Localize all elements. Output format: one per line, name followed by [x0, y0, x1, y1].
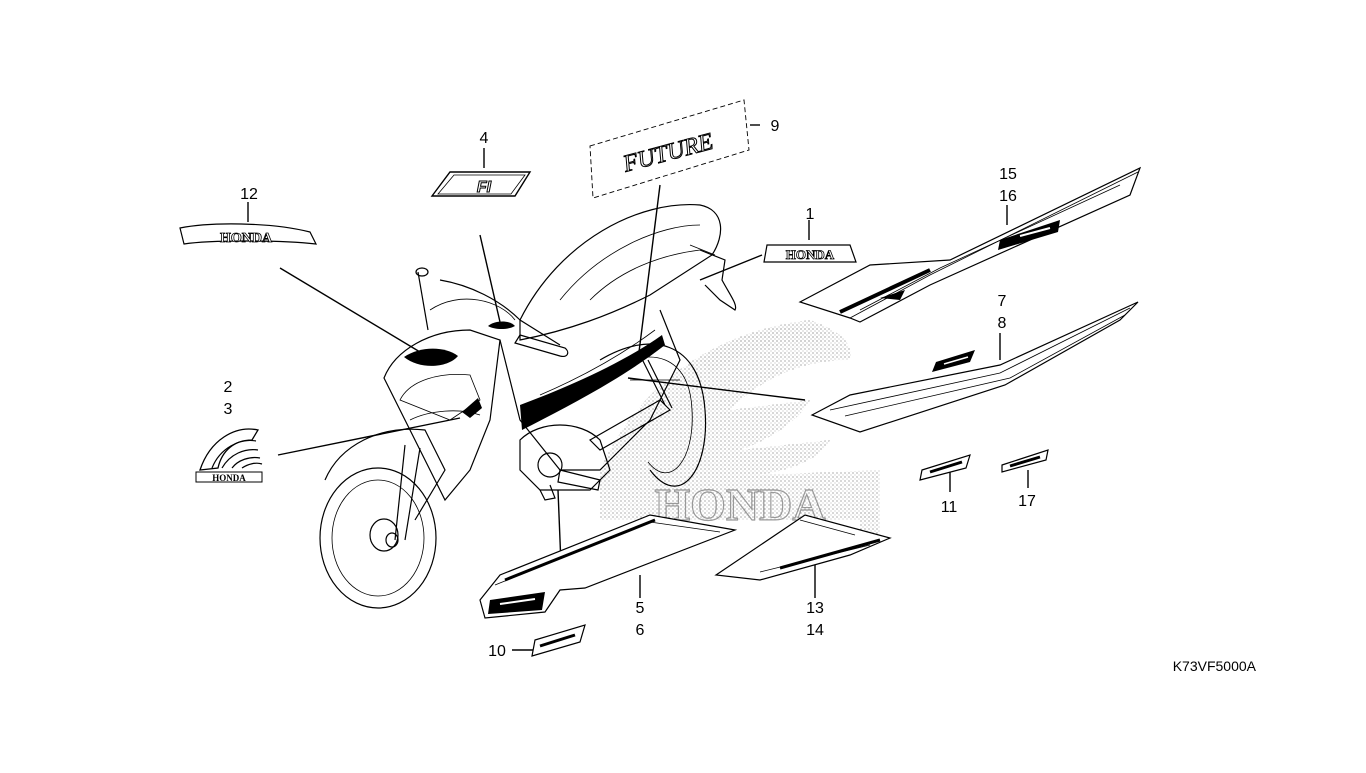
- part-1-honda-flat-emblem: HONDA: [763, 244, 857, 263]
- callout-3: 3: [224, 401, 233, 418]
- callout-labels: 1 2 3 4 5 6 7 8 9 10 11 12 13 14 15 16 1…: [224, 118, 1036, 660]
- part-9-future-emblem: FUTURE: [589, 99, 750, 199]
- callout-6: 6: [636, 622, 645, 639]
- motorcycle-outline: [319, 203, 737, 609]
- front-wheel: [319, 467, 437, 609]
- part-13-14-rear-stripe: [714, 514, 892, 581]
- body-side-panel: [499, 309, 681, 471]
- callout-14: 14: [806, 622, 824, 639]
- diagram-reference-code: K73VF5000A: [1172, 658, 1256, 674]
- part-4-fi-badge: FI: [430, 171, 532, 197]
- callout-1: 1: [806, 206, 815, 223]
- honda-flat-text: HONDA: [786, 247, 835, 262]
- front-cowl: [383, 329, 501, 502]
- part-2-3-wing-emblem: HONDA: [195, 428, 263, 483]
- callout-12: 12: [240, 186, 258, 203]
- callout-11: 11: [941, 499, 958, 516]
- honda-arc-text: HONDA: [220, 231, 273, 246]
- callout-13: 13: [806, 600, 824, 617]
- part-15-16-upper-stripe: [798, 166, 1142, 323]
- callout-9: 9: [771, 118, 780, 135]
- seat: [519, 203, 722, 341]
- callout-7: 7: [998, 293, 1007, 310]
- part-11-small-badge: [919, 454, 971, 481]
- part-10-small-badge: [531, 624, 586, 657]
- leader-lines: [247, 124, 1029, 651]
- rear-wheel: [599, 343, 707, 487]
- callout-16: 16: [999, 188, 1017, 205]
- callout-4: 4: [480, 130, 489, 147]
- part-5-6-lower-stripe: [479, 514, 738, 619]
- future-text: FUTURE: [619, 129, 716, 178]
- part-12-honda-arc-emblem: HONDA: [179, 223, 318, 246]
- part-7-8-middle-stripe: [810, 301, 1139, 433]
- part-17-small-badge: [1001, 449, 1049, 473]
- callout-15: 15: [999, 166, 1017, 183]
- fi-text: FI: [477, 179, 492, 196]
- callout-17: 17: [1018, 493, 1036, 510]
- callout-2: 2: [224, 379, 233, 396]
- callout-8: 8: [998, 315, 1007, 332]
- honda-wing-text: HONDA: [212, 473, 246, 483]
- callout-5: 5: [636, 600, 645, 617]
- callout-10: 10: [488, 643, 506, 660]
